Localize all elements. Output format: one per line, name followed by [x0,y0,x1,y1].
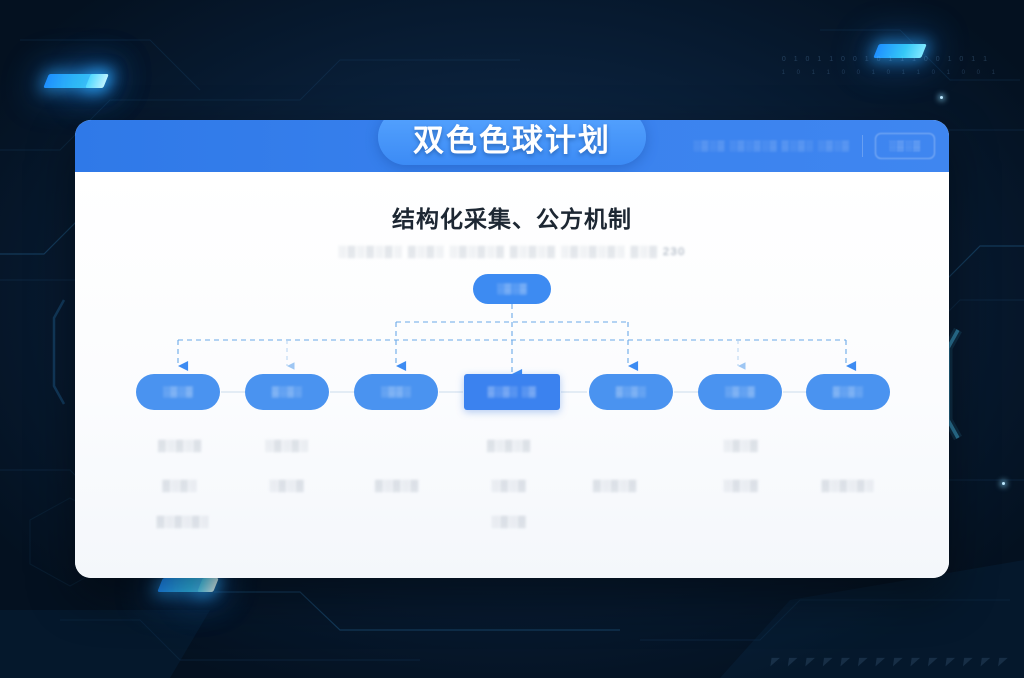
card-header: ░▒░▒ ░▒░▒░▒ ▒░▒░ ░▒░▒ ░▒░▒ 双色色球计划 [75,120,949,172]
flow-node-4[interactable]: ▒░▒░ [589,374,673,410]
flow-node-label: ░▒▒░ [380,386,412,398]
flow-node-3[interactable]: ▒░▒░ ░▒ [464,374,560,410]
flow-node-label: ▒░▒░ [615,386,647,398]
card-body: 结构化采集、公方机制 ░▒░▒░▒░ ▒░▒░ ░▒░▒░▒ ▒░▒░▒ ░▒░… [75,172,949,578]
detail-label: ▒░▒░▒░ [821,480,875,492]
page-title: 结构化采集、公方机制 [392,206,632,232]
light-dot [940,96,943,99]
flow-nodes-row: ░▒░▒ ▒░▒░ ░▒▒░ ▒░▒░ ░▒ ▒░▒░ ░▒░▒ ▒░▒░ [75,374,949,410]
detail-label: ▒░▒░▒ [593,480,637,492]
flow-node-6[interactable]: ▒░▒░ [806,374,890,410]
glow-accent-bar-left-tip [85,74,109,88]
detail-label: ░▒░▒ [269,480,305,492]
light-dot [1002,482,1005,485]
header-badge[interactable]: ░▒░▒ [875,133,935,159]
detail-label: ▒░▒░▒ [375,480,419,492]
flow-node-1[interactable]: ▒░▒░ [245,374,329,410]
flow-node-2[interactable]: ░▒▒░ [354,374,438,410]
page-subtitle: ░▒░▒░▒░ ▒░▒░ ░▒░▒░▒ ▒░▒░▒ ░▒░▒░▒░ ▒░▒ 23… [338,246,686,258]
app-title: 双色色球计划 [413,122,611,158]
detail-label: ▒░▒░▒ [158,440,202,452]
flow-node-label: ░▒░▒ [162,386,194,398]
background-code-line-2: 1 0 1 1 0 0 1 0 1 1 0 1 0 0 1 [781,70,1000,76]
detail-label: ░▒░▒ [723,480,759,492]
detail-label: ░▒░▒ [723,440,759,452]
title-banner: 双色色球计划 [378,120,646,165]
flow-root-node-label: ░▒░▒ [496,283,528,295]
header-divider [862,135,863,157]
detail-label: ▒░▒░▒ [487,440,531,452]
flow-node-label: ▒░▒░ ░▒ [487,386,537,398]
flow-connectors [177,304,857,393]
detail-label: ▒░▒░ [162,480,198,492]
detail-label: ▒░▒░▒░ [156,516,210,528]
flow-diagram: ░▒░▒ ░▒░▒ ▒░▒░ ░▒▒░ ▒░▒░ ░▒ ▒░▒░ ░▒░▒ ▒░▒░ [75,274,949,414]
flow-node-label: ░▒░▒ [724,386,756,398]
detail-label: ░▒░▒ [491,480,527,492]
flow-node-label: ▒░▒░ [832,386,864,398]
flow-node-label: ▒░▒░ [271,386,303,398]
header-meta-group: ░▒░▒ ░▒░▒░▒ ▒░▒░ ░▒░▒ ░▒░▒ [693,133,935,159]
flow-node-0[interactable]: ░▒░▒ [136,374,220,410]
header-meta-text: ░▒░▒ ░▒░▒░▒ ▒░▒░ ░▒░▒ [693,140,850,152]
flow-node-5[interactable]: ░▒░▒ [698,374,782,410]
detail-label: ░▒░▒░ [265,440,309,452]
flow-root-node[interactable]: ░▒░▒ [473,274,551,304]
main-card: ░▒░▒ ░▒░▒░▒ ▒░▒░ ░▒░▒ ░▒░▒ 双色色球计划 结构化采集、… [75,120,949,578]
background-watermark: ◤ ◤ ◤ ◤ ◤ ◤ ◤ ◤ ◤ ◤ ◤ ◤ ◤ ◤ [769,656,1011,668]
detail-label: ░▒░▒ [491,516,527,528]
detail-text-grid: ▒░▒░▒░▒░▒░▒░▒░▒░▒░▒▒░▒░░▒░▒▒░▒░▒░▒░▒▒░▒░… [75,440,949,550]
background-code-line-1: 0 1 0 1 1 0 0 1 0 1 1 1 0 0 1 0 1 1 [781,56,990,63]
